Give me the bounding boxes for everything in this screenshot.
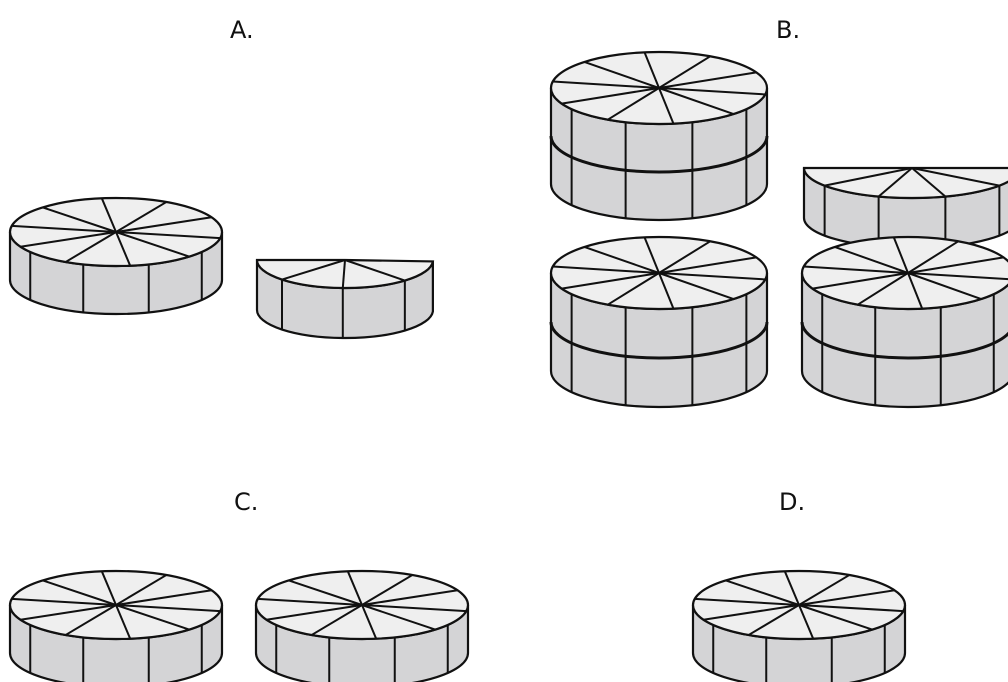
option-c-cake-2	[256, 571, 468, 682]
option-b-stacked-cake-1	[551, 52, 767, 220]
option-a-whole-cake	[10, 198, 222, 314]
option-d-cake	[693, 571, 905, 682]
option-a-partial-cake	[257, 260, 433, 338]
option-b-stacked-cake-2	[551, 237, 767, 407]
option-c-cake-1	[10, 571, 222, 682]
option-b-stacked-cake-3	[802, 237, 1008, 407]
